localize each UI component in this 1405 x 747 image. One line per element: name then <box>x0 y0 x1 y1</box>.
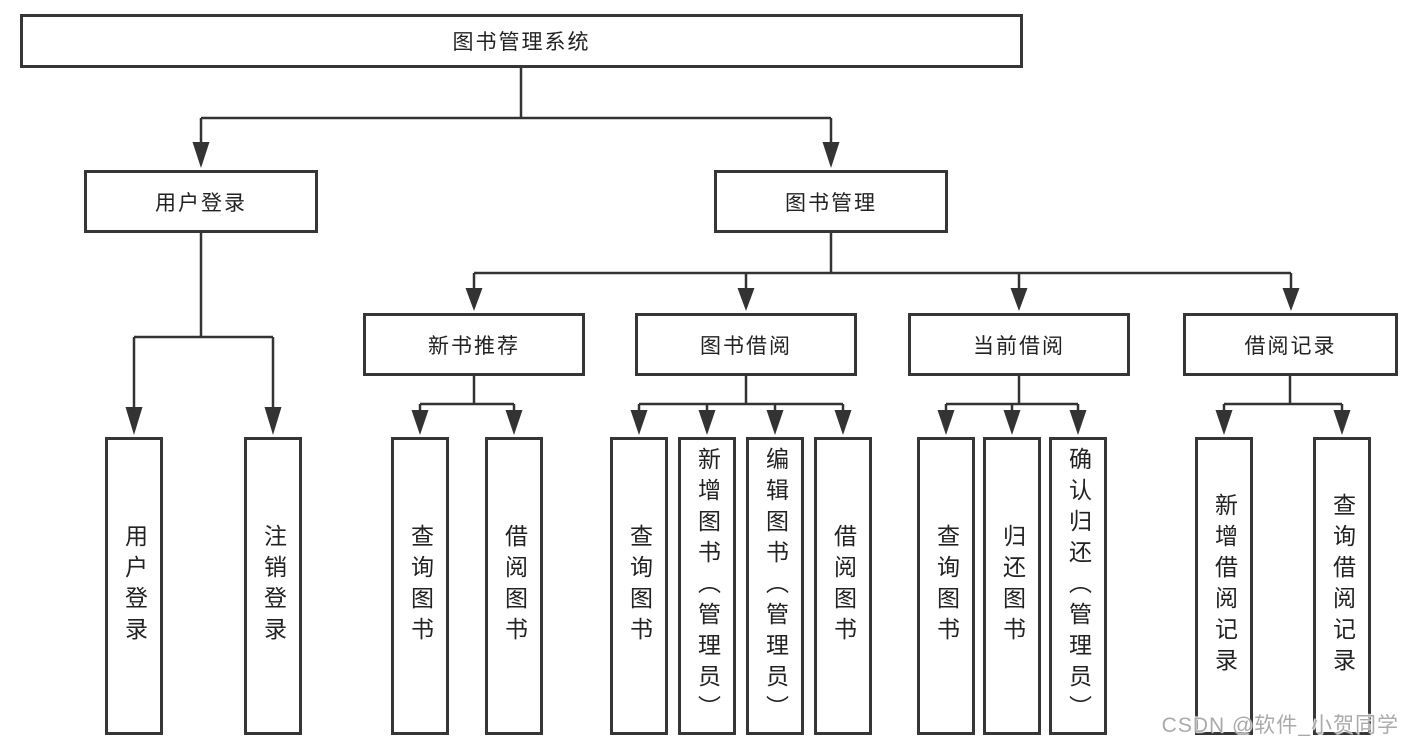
node-return-book: 归还图书 <box>983 437 1041 735</box>
connector-new-book-recommend <box>411 376 523 435</box>
node-label: 查询图书 <box>407 524 434 648</box>
node-label: 查询图书 <box>933 524 960 648</box>
node-label: 注销登录 <box>260 524 287 648</box>
node-add-book-admin: 新增图书（管理员） <box>678 437 736 735</box>
node-query-book: 查询图书 <box>391 437 449 735</box>
node-confirm-return-admin: 确认归还（管理员） <box>1049 437 1107 735</box>
node-user-login: 用户登录 <box>84 170 318 233</box>
node-query-borrow-record: 查询借阅记录 <box>1313 437 1371 735</box>
node-label: 图书借阅 <box>700 334 792 358</box>
node-label: 图书管理 <box>785 191 877 215</box>
node-label: 新增图书（管理员） <box>694 446 721 726</box>
node-label: 查询借阅记录 <box>1329 493 1356 679</box>
node-label: 查询图书 <box>626 524 653 648</box>
node-label: 用户登录 <box>155 191 247 215</box>
node-current-borrow: 当前借阅 <box>908 313 1130 376</box>
node-logout-leaf: 注销登录 <box>244 437 302 735</box>
node-add-borrow-record: 新增借阅记录 <box>1195 437 1253 735</box>
node-label: 新书推荐 <box>428 334 520 358</box>
node-label: 借阅图书 <box>501 524 528 648</box>
node-edit-book-admin: 编辑图书（管理员） <box>746 437 804 735</box>
connector-user-login-branch <box>125 233 282 435</box>
connector-book-borrow <box>630 376 852 435</box>
connector-book-management-to-level3 <box>465 233 1300 311</box>
connector-borrow-record <box>1215 376 1351 435</box>
node-label: 归还图书 <box>999 524 1026 648</box>
node-label: 编辑图书（管理员） <box>762 446 789 726</box>
csdn-watermark: CSDN @软件_小贺同学 <box>1161 714 1399 737</box>
node-label: 确认归还（管理员） <box>1065 446 1092 726</box>
node-label: 借阅记录 <box>1244 334 1337 358</box>
node-query-book: 查询图书 <box>917 437 975 735</box>
node-borrow-book: 借阅图书 <box>485 437 543 735</box>
node-label: 图书管理系统 <box>452 31 591 54</box>
connector-root-to-level2 <box>192 68 840 168</box>
connector-current-borrow <box>937 376 1087 435</box>
node-query-book: 查询图书 <box>610 437 668 735</box>
node-user-login-leaf: 用户登录 <box>105 437 163 735</box>
node-label: 当前借阅 <box>973 334 1065 358</box>
node-label: 借阅图书 <box>830 524 857 648</box>
node-label: 新增借阅记录 <box>1211 493 1238 679</box>
node-borrow-record: 借阅记录 <box>1183 313 1398 376</box>
node-book-borrow: 图书借阅 <box>635 313 857 376</box>
node-book-management: 图书管理 <box>714 170 948 233</box>
node-borrow-book: 借阅图书 <box>814 437 872 735</box>
node-label: 用户登录 <box>121 524 148 648</box>
node-new-book-recommend: 新书推荐 <box>363 313 585 376</box>
node-library-management-system: 图书管理系统 <box>20 14 1023 68</box>
